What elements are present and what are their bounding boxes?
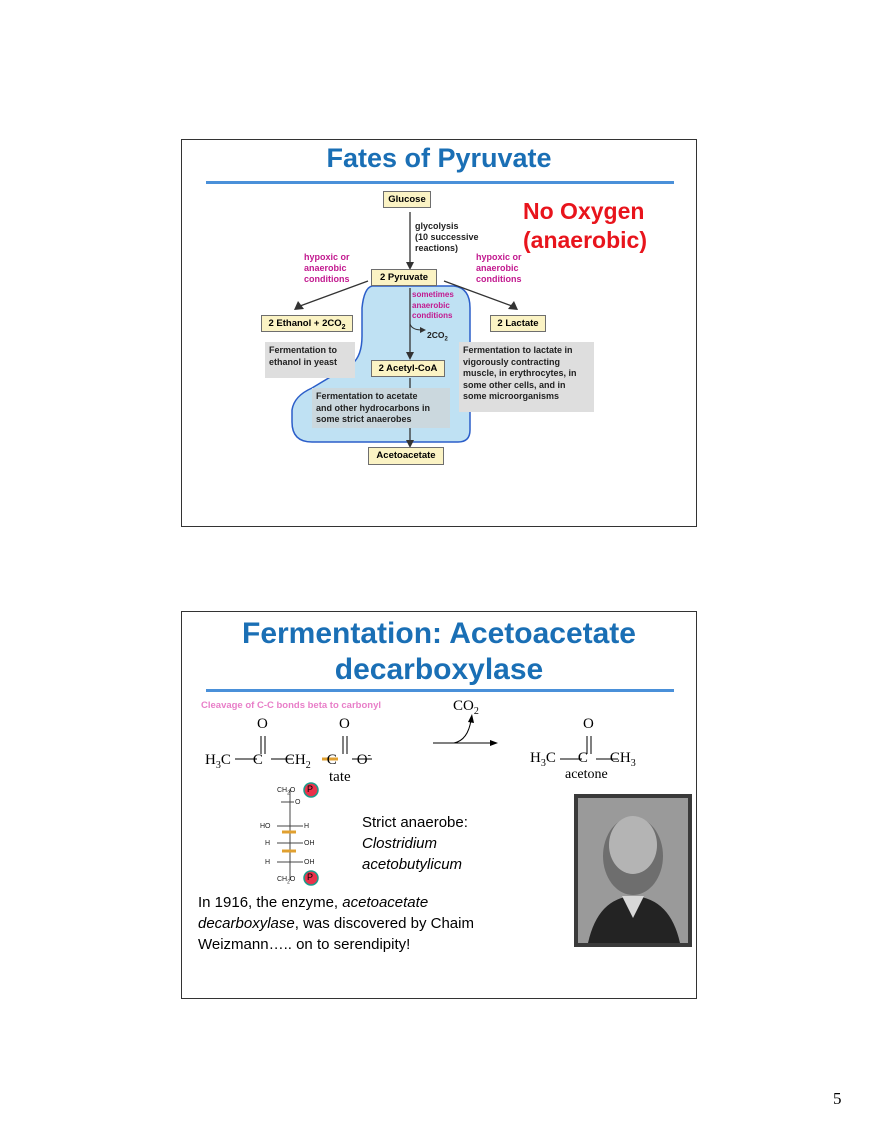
- sugar-ho: HO: [260, 823, 271, 830]
- sugar-oxygen: O: [295, 799, 301, 806]
- title-rule: [206, 689, 674, 692]
- slide-fates-of-pyruvate: Fates of Pyruvate Glucose glycolysis (10…: [181, 139, 697, 527]
- discovery-paragraph: In 1916, the enzyme, acetoacetate decarb…: [198, 894, 474, 953]
- acetone-label: acetone: [565, 767, 608, 782]
- fermentation-lactate-note: Fermentation to lactate in vigorously co…: [459, 342, 594, 412]
- page-number: 5: [833, 1089, 842, 1108]
- pyruvate-box: 2 Pyruvate: [371, 269, 437, 286]
- ethanol-box: 2 Ethanol + 2CO2: [261, 315, 353, 332]
- slide-title: Fermentation: Acetoacetate decarboxylase: [242, 617, 636, 686]
- no-oxygen-label: No Oxygen (anaerobic): [523, 198, 647, 253]
- phosphate-bottom: P: [307, 872, 314, 882]
- fermentation-acetate-note: Fermentation to acetate and other hydroc…: [312, 388, 450, 428]
- acetyl-coa-box: 2 Acetyl-CoA: [371, 360, 445, 377]
- sugar-oh-2: OH: [304, 859, 315, 866]
- co2-label: CO2: [453, 698, 479, 717]
- co2-release-label: 2CO2: [427, 330, 448, 343]
- acetoacetate-oxygen-2: O: [339, 716, 350, 732]
- sugar-oh-1: OH: [304, 840, 315, 847]
- sometimes-label: sometimes anaerobic conditions: [412, 290, 454, 320]
- sugar-ch2o-bottom: CH2O: [277, 876, 296, 886]
- sugar-h-3: H: [265, 859, 271, 866]
- sugar-h-2: H: [265, 840, 271, 847]
- sugar-ch2o-top: CH2O: [277, 787, 296, 797]
- slide-acetoacetate-decarboxylase: Fermentation: Acetoacetate decarboxylase…: [181, 611, 697, 999]
- lactate-box: 2 Lactate: [490, 315, 546, 332]
- strict-anaerobe-text: Strict anaerobe: Clostridium acetobutyli…: [362, 814, 468, 873]
- fermentation-ethanol-note: Fermentation to ethanol in yeast: [265, 342, 355, 378]
- phosphate-top: P: [307, 784, 314, 794]
- reaction-diagram: [235, 714, 692, 947]
- sugar-h-1: H: [304, 823, 310, 830]
- slide-title: Fates of Pyruvate: [326, 143, 552, 173]
- acetone-oxygen: O: [583, 716, 594, 732]
- cleavage-label: Cleavage of C-C bonds beta to carbonyl: [201, 700, 381, 711]
- glucose-box: Glucose: [383, 191, 431, 208]
- acetoacetate-oxygen-1: O: [257, 716, 268, 732]
- acetoacetate-box: Acetoacetate: [368, 447, 444, 465]
- glycolysis-note: glycolysis (10 successive reactions): [415, 221, 479, 253]
- hypoxic-left-label: hypoxic or anaerobic conditions: [304, 252, 350, 284]
- acetoacetate-name-partial: tate: [329, 769, 351, 785]
- hypoxic-right-label: hypoxic or anaerobic conditions: [476, 252, 522, 284]
- title-rule: [206, 181, 674, 184]
